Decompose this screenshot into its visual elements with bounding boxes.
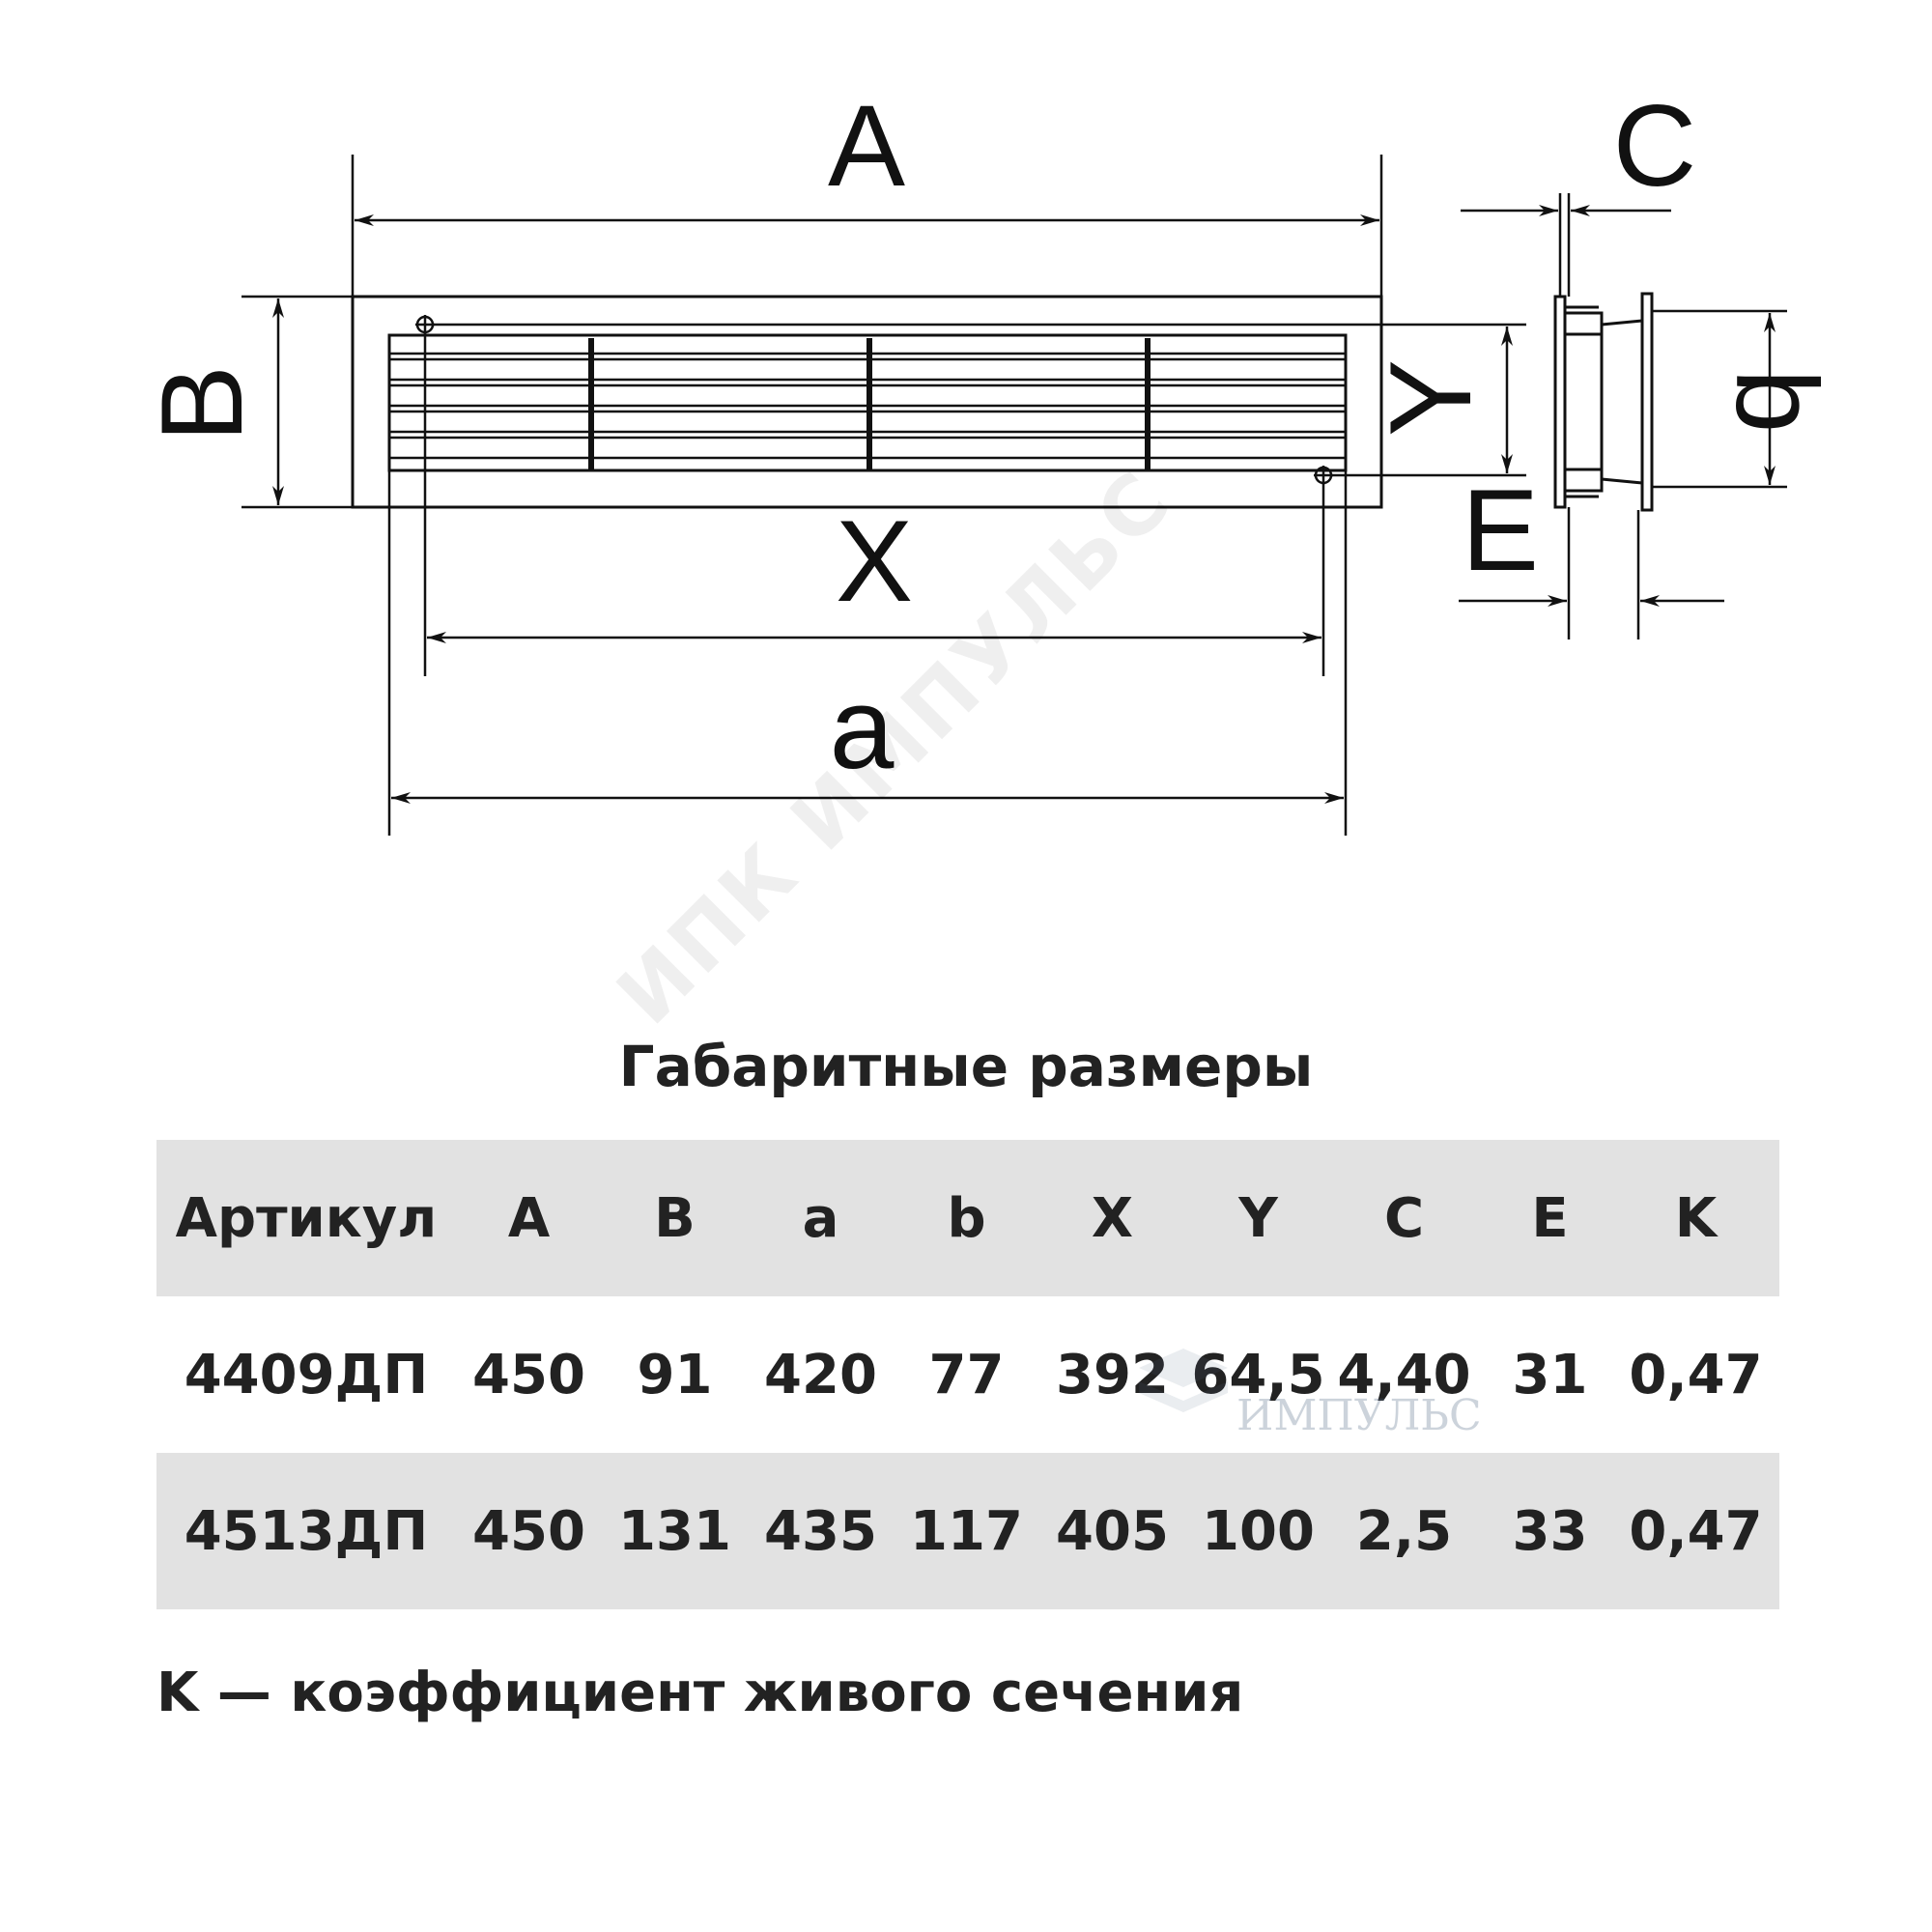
side-clip-bottom	[1563, 468, 1604, 493]
label-Y: Y	[1366, 359, 1495, 437]
side-duct	[1640, 292, 1654, 512]
label-a: a	[830, 664, 895, 793]
louver-ribs	[588, 338, 1151, 471]
label-E: E	[1462, 466, 1539, 595]
table-cell: 392	[1056, 1343, 1169, 1406]
table-header-cell: Артикул	[175, 1186, 438, 1250]
table-cell: 4,40	[1337, 1343, 1471, 1406]
table-cell: 4513ДП	[184, 1499, 429, 1563]
label-X: X	[836, 497, 913, 626]
table-cell: 31	[1512, 1343, 1588, 1406]
table-cell: 4409ДП	[184, 1343, 429, 1406]
table-row: 4513ДП 450 131 435 117 405 100 2,5 33 0,…	[156, 1453, 1779, 1609]
front-view	[351, 295, 1383, 509]
table-cell: 0,47	[1629, 1343, 1763, 1406]
table-header-cell: b	[947, 1186, 986, 1250]
table-header-row: Артикул A B a b X Y C E K	[156, 1140, 1779, 1296]
table-header-cell: Y	[1238, 1186, 1278, 1250]
table-header-cell: C	[1383, 1186, 1425, 1250]
label-C: C	[1613, 81, 1697, 211]
table-cell: 91	[637, 1343, 713, 1406]
label-b: b	[1712, 369, 1841, 434]
table-cell: 77	[928, 1343, 1005, 1406]
table-row: 4409ДП 450 91 420 77 392 64,5 4,40 31 0,…	[156, 1296, 1779, 1453]
side-clip-top	[1563, 311, 1604, 336]
table-cell: 420	[764, 1343, 877, 1406]
side-view	[1553, 292, 1654, 512]
table-cell: 2,5	[1355, 1499, 1453, 1563]
side-dimensions	[1459, 193, 1787, 639]
table-cell: 100	[1202, 1499, 1315, 1563]
section-title: Габаритные размеры	[618, 1034, 1314, 1099]
table-cell: 435	[764, 1499, 877, 1563]
screw-hole-bottom-right	[1314, 466, 1333, 485]
footnote: K — коэффициент живого сечения	[156, 1662, 1244, 1724]
dimension-lines	[242, 155, 1526, 836]
screw-hole-top-left	[415, 315, 435, 334]
table-header-cell: a	[802, 1186, 839, 1250]
table-cell: 131	[618, 1499, 731, 1563]
dimensions-table: Артикул A B a b X Y C E K 4409ДП 450 91 …	[156, 1140, 1779, 1609]
table-cell: 450	[472, 1343, 585, 1406]
table-cell: 33	[1512, 1499, 1588, 1563]
dimension-drawing: A B X a Y C E b	[137, 81, 1841, 836]
table-cell: 405	[1056, 1499, 1169, 1563]
table-header-cell: K	[1674, 1186, 1718, 1250]
logo-mark-icon	[1139, 1349, 1228, 1412]
table-cell: 64,5	[1191, 1343, 1325, 1406]
table-cell: 117	[910, 1499, 1023, 1563]
watermark-logo-text: ИМПУЛЬС	[1236, 1391, 1482, 1440]
table-header-cell: B	[654, 1186, 696, 1250]
label-B: B	[137, 365, 267, 442]
table-cell: 0,47	[1629, 1499, 1763, 1563]
table-header-cell: X	[1091, 1186, 1134, 1250]
table-cell: 450	[472, 1499, 585, 1563]
label-A: A	[828, 81, 905, 211]
table-header-cell: A	[507, 1186, 551, 1250]
table-header-cell: E	[1531, 1186, 1569, 1250]
